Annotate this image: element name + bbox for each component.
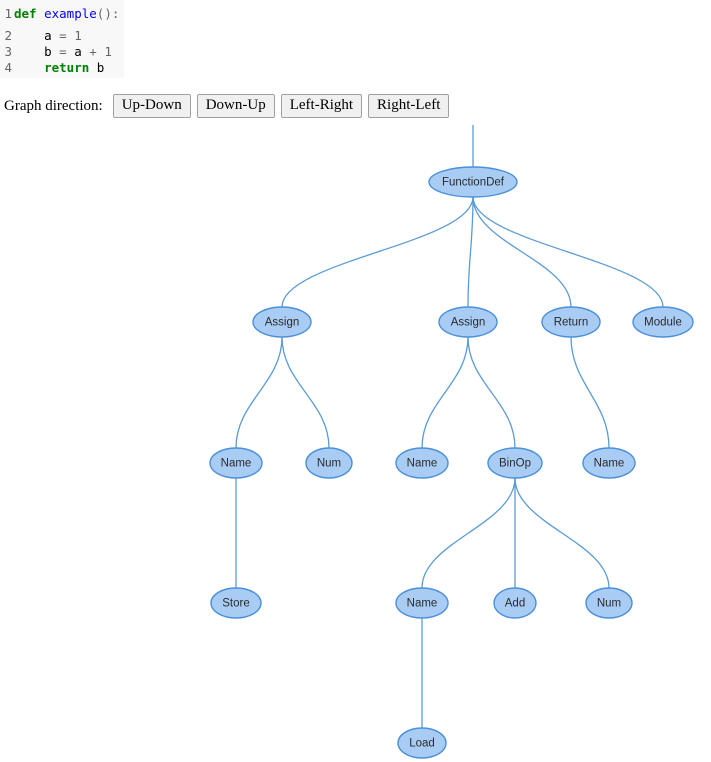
code-token-operator: = (51, 44, 75, 59)
code-token-plain (14, 28, 44, 43)
code-line-text: return b (12, 60, 104, 76)
graph-edge-functiondef-to-module (472, 196, 664, 308)
direction-button-up-down[interactable]: Up-Down (112, 94, 191, 118)
graph-node-name[interactable]: Name (395, 587, 449, 619)
graph-node-ellipse[interactable] (428, 166, 518, 198)
code-line-number: 4 (4, 60, 12, 75)
code-token-identifier: b (44, 44, 52, 59)
code-line-number: 1 (4, 6, 12, 21)
code-token-operator: = (51, 28, 75, 43)
code-line-number: 3 (4, 44, 12, 59)
graph-edge-functiondef-to-assign (467, 196, 474, 308)
code-token-keyword: return (44, 60, 90, 75)
graph-node-ellipse[interactable] (585, 587, 633, 619)
graph-node-ellipse[interactable] (395, 587, 449, 619)
graph-edge-binop-to-name (421, 477, 516, 589)
graph-node-name[interactable]: Name (582, 447, 636, 479)
graph-edge-functiondef-to-assign (281, 196, 474, 308)
graph-direction-label: Graph direction: (4, 97, 103, 114)
code-line: 3 b = a + 1 (0, 44, 124, 60)
graph-node-store[interactable]: Store (210, 587, 262, 619)
code-token-identifier: a (44, 28, 52, 43)
graph-node-assign[interactable]: Assign (252, 306, 312, 338)
graph-edge-functiondef-to-return (472, 196, 572, 308)
graph-node-module[interactable]: Module (632, 306, 694, 338)
graph-node-return[interactable]: Return (541, 306, 601, 338)
graph-node-functiondef[interactable]: FunctionDef (428, 166, 518, 198)
code-token-identifier: b (96, 60, 105, 75)
code-line-number: 2 (4, 28, 12, 43)
code-token-plain (14, 60, 44, 75)
graph-edge-binop-to-num (514, 477, 610, 589)
graph-node-num[interactable]: Num (585, 587, 633, 619)
code-token-function-name: example (44, 6, 97, 21)
code-token-keyword: def (14, 6, 37, 21)
code-token-plain (37, 6, 45, 21)
code-token-number: 1 (104, 44, 112, 59)
code-line-text: b = a + 1 (12, 44, 112, 60)
graph-node-ellipse[interactable] (487, 447, 543, 479)
graph-edge-return-to-name (570, 336, 610, 449)
graph-node-ellipse[interactable] (252, 306, 312, 338)
graph-node-name[interactable]: Name (209, 447, 263, 479)
graph-node-ellipse[interactable] (305, 447, 353, 479)
graph-node-ellipse[interactable] (397, 727, 447, 759)
graph-node-ellipse[interactable] (210, 587, 262, 619)
graph-node-num[interactable]: Num (305, 447, 353, 479)
graph-edge-assign-to-num (281, 336, 330, 449)
graph-node-ellipse[interactable] (395, 447, 449, 479)
direction-button-right-left[interactable]: Right-Left (368, 94, 450, 118)
graph-node-ellipse[interactable] (541, 306, 601, 338)
graph-edge-assign-to-name (421, 336, 469, 449)
direction-button-left-right[interactable]: Left-Right (280, 94, 363, 118)
graph-node-ellipse[interactable] (582, 447, 636, 479)
graph-edge-assign-to-name (235, 336, 283, 449)
graph-node-ellipse[interactable] (632, 306, 694, 338)
graph-node-load[interactable]: Load (397, 727, 447, 759)
graph-node-ellipse[interactable] (209, 447, 263, 479)
graph-edge-assign-to-binop (467, 336, 516, 449)
code-token-operator: + (81, 44, 105, 59)
code-token-number: 1 (74, 28, 82, 43)
code-line: 2 a = 1 (0, 28, 124, 44)
code-line-text: def example(): (12, 6, 119, 22)
code-token-plain (89, 60, 97, 75)
graph-node-ellipse[interactable] (493, 587, 537, 619)
direction-button-down-up[interactable]: Down-Up (196, 94, 275, 118)
code-token-identifier: a (74, 44, 82, 59)
code-token-punctuation: (): (96, 6, 120, 21)
graph-node-ellipse[interactable] (438, 306, 498, 338)
graph-node-binop[interactable]: BinOp (487, 447, 543, 479)
code-line: 4 return b (0, 60, 124, 76)
graph-node-name[interactable]: Name (395, 447, 449, 479)
graph-node-assign[interactable]: Assign (438, 306, 498, 338)
code-line-text: a = 1 (12, 28, 82, 44)
code-token-plain (14, 44, 44, 59)
graph-direction-controls: Graph direction: Up-Down Down-Up Left-Ri… (4, 94, 450, 118)
graph-node-add[interactable]: Add (493, 587, 537, 619)
